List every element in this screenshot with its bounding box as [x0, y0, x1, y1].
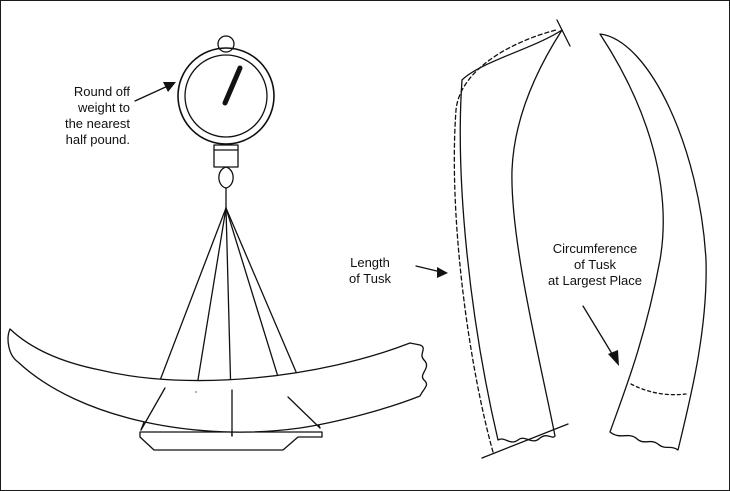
spring-scale [177, 35, 275, 211]
tusk-length-dashed-line [453, 29, 557, 453]
tusk-on-scale [7, 328, 428, 433]
tusk-circumference [599, 33, 707, 451]
tusk-length [453, 19, 571, 459]
tusk-circumference-dashed-line [630, 383, 687, 396]
scale-dial-inner [184, 54, 268, 138]
length-arrow [415, 265, 448, 278]
circumference-arrow [582, 305, 619, 366]
scale-dial-outer [177, 47, 275, 145]
scale-needle [222, 65, 243, 106]
scale-tray [139, 431, 323, 451]
circumference-label: Circumference of Tusk at Largest Place [548, 241, 642, 288]
scale-neck [213, 144, 239, 168]
weight-note-label: Round off weight to the nearest half pou… [64, 84, 130, 147]
scale-ring [217, 35, 235, 53]
length-label: Length of Tusk [349, 255, 391, 286]
scale-hook [218, 166, 234, 189]
weight-arrow [134, 82, 176, 102]
